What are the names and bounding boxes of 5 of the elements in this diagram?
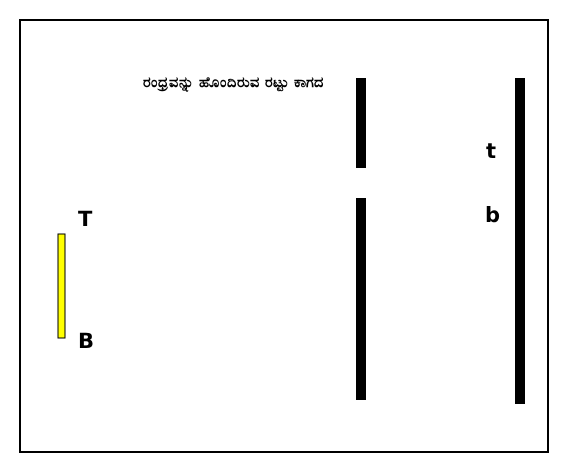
bottom-label: B bbox=[78, 329, 94, 353]
cardboard-label: ರಂಧ್ರವನ್ನು ಹೊಂದಿರುವ ರಟ್ಟು ಕಾಗದ bbox=[143, 74, 326, 94]
image-top-label: t bbox=[486, 139, 496, 163]
image-bottom-label: b bbox=[485, 203, 500, 227]
top-label: T bbox=[78, 207, 92, 231]
